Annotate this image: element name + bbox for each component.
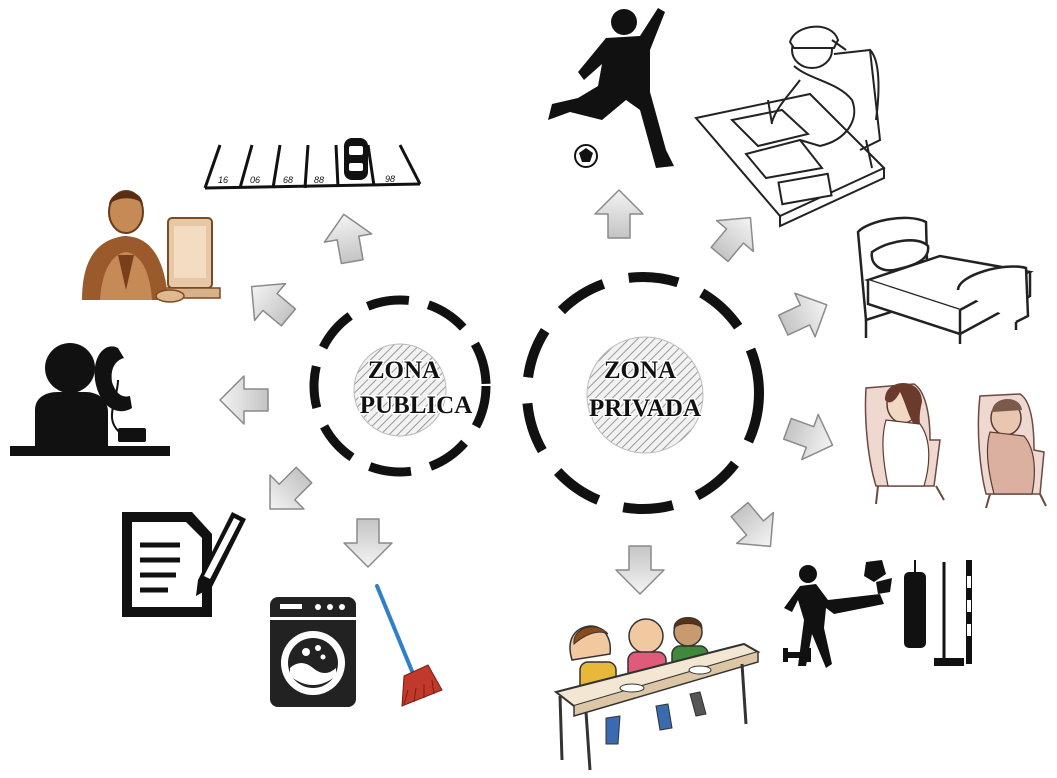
children-eating-icon <box>553 617 761 771</box>
zona-privada-line2: PRIVADA <box>589 395 701 422</box>
arrow-to-study <box>700 201 770 271</box>
arrow-to-bed <box>772 282 838 348</box>
soccer-player-icon <box>548 8 674 168</box>
zona-privada-hatch <box>586 336 704 454</box>
arrow-to-document <box>252 457 322 527</box>
arrow-to-office <box>235 267 305 337</box>
zona-privada-node: ZONA PRIVADA <box>522 272 764 514</box>
arrow-to-soccer <box>594 189 644 239</box>
washing-machine-icon <box>270 597 356 707</box>
studying-student-icon <box>694 25 886 228</box>
parking-number-5: 98 <box>385 174 395 184</box>
zona-publica-dashed-ring <box>309 295 491 477</box>
arrow-to-washing <box>343 518 393 568</box>
parking-number-1: 16 <box>218 175 228 185</box>
broom-icon <box>375 584 443 707</box>
arrow-to-kickboxing <box>720 493 790 563</box>
zona-publica-node: ZONA PUBLICA <box>309 295 491 477</box>
arrow-to-eating <box>615 545 665 595</box>
parking-number-4: 88 <box>314 175 324 185</box>
arrow-to-phone <box>219 375 269 425</box>
parking-icon <box>203 138 422 190</box>
zona-privada-dashed-ring <box>522 272 764 514</box>
sitting-people-icon <box>864 383 1047 509</box>
parking-number-2: 06 <box>250 175 260 185</box>
document-pen-icon <box>122 512 246 617</box>
bed-icon <box>856 216 1034 344</box>
phone-call-icon <box>10 343 170 456</box>
kickboxing-icon <box>783 560 972 668</box>
zona-publica-line1: ZONA <box>368 357 440 384</box>
arrow-to-sitting <box>778 405 842 469</box>
parking-number-3: 68 <box>283 175 293 185</box>
arrow-to-parking <box>319 209 377 267</box>
zona-publica-line2: PUBLICA <box>360 392 473 419</box>
zona-publica-hatch <box>353 343 447 437</box>
zona-privada-line1: ZONA <box>604 357 676 384</box>
office-worker-icon <box>82 190 221 303</box>
